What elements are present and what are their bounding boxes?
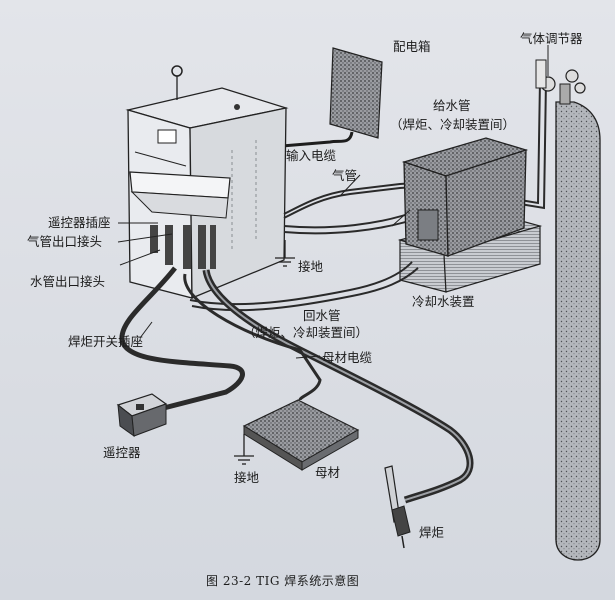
figure-caption: 图 23-2 TIG 焊系统示意图 [206, 574, 360, 588]
label-base-metal-cable: 母材电缆 [322, 350, 373, 365]
label-torch: 焊炬 [419, 525, 445, 540]
ground-symbol-bottom [234, 434, 254, 465]
ground-symbol-top [275, 240, 295, 267]
power-box-shape [329, 47, 383, 139]
remote-cable-line [119, 266, 245, 413]
welder-machine [125, 65, 289, 299]
label-return-water-pipe: 回水管 [303, 308, 341, 323]
label-remote-socket: 遥控器插座 [48, 215, 111, 230]
label-torch-switch-socket: 焊炬开关插座 [68, 334, 144, 349]
label-water-supply-pipe-sub: （焊炬、冷却装置间） [390, 117, 516, 132]
label-return-water-pipe-sub: （焊炬、冷却装置间） [243, 325, 369, 340]
leader-lines [117, 45, 549, 359]
base-metal-shape [242, 399, 360, 471]
label-remote-controller: 遥控器 [103, 445, 141, 460]
label-water-supply-pipe: 给水管 [433, 98, 471, 113]
label-input-cable: 输入电缆 [286, 148, 337, 163]
label-base-metal: 母材 [315, 465, 341, 480]
label-power-box: 配电箱 [393, 39, 431, 54]
label-gas-regulator: 气体调节器 [520, 31, 583, 46]
remote-controller-shape [116, 393, 168, 438]
label-gas-outlet-joint: 气管出口接头 [27, 234, 103, 249]
input-cable-line [281, 131, 354, 148]
gas-cylinder-shape [535, 59, 601, 561]
label-cooling-unit: 冷却水装置 [412, 294, 475, 309]
label-ground-top: 接地 [298, 259, 324, 274]
label-ground-bottom: 接地 [234, 470, 260, 485]
cooling-unit-shape [397, 137, 543, 293]
torch-shape [384, 465, 411, 549]
label-water-outlet-joint: 水管出口接头 [30, 274, 106, 289]
label-gas-pipe: 气管 [332, 168, 358, 183]
base-metal-cable-line [183, 273, 322, 401]
